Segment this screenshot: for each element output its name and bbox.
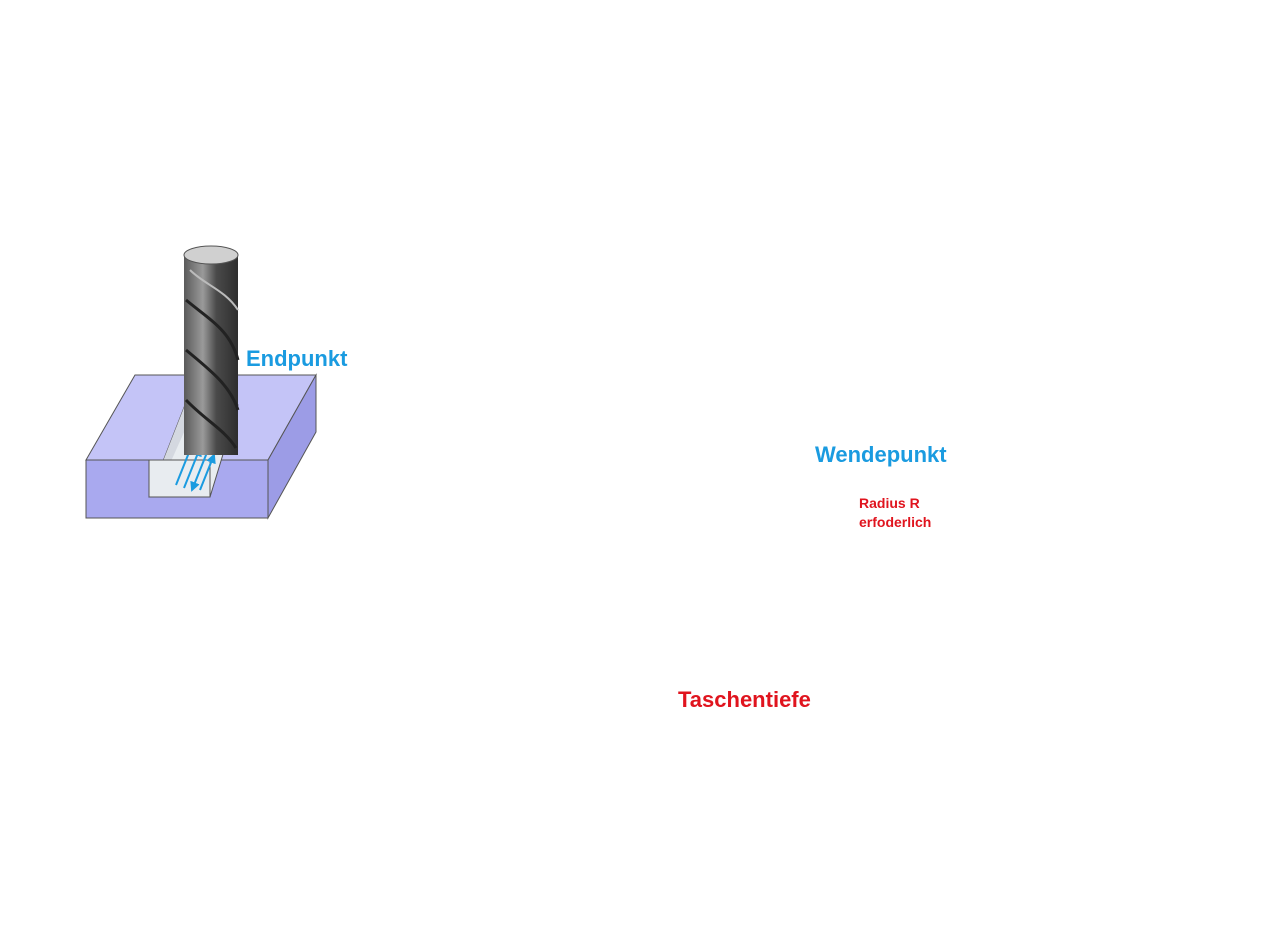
end-mill-icon [183, 245, 240, 455]
label-endpunkt: Endpunkt [246, 346, 348, 371]
label-taschentiefe: Taschentiefe [678, 687, 811, 712]
label-wendepunkt: Wendepunkt [815, 442, 947, 467]
label-radius: Radius R erfoderlich [859, 494, 931, 532]
label-radius-line2: erfoderlich [859, 514, 932, 530]
label-radius-line1: Radius R [859, 495, 920, 511]
